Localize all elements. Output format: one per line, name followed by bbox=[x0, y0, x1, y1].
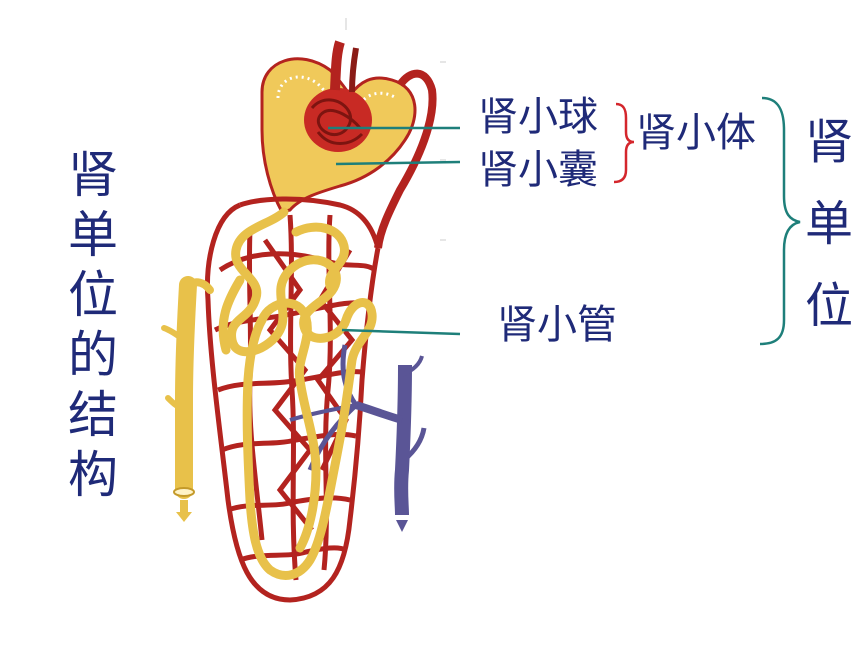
left-title-char: 肾 bbox=[68, 146, 118, 204]
left-title-char: 的 bbox=[68, 326, 118, 384]
collecting-duct bbox=[161, 276, 214, 499]
pointer-tubule bbox=[341, 328, 461, 336]
vein-arrow bbox=[396, 520, 408, 532]
right-title-char: 单 bbox=[805, 196, 854, 252]
nephron-bracket bbox=[759, 96, 801, 346]
left-title-char: 单 bbox=[68, 206, 118, 264]
left-title-char: 位 bbox=[68, 266, 118, 324]
label-capsule: 肾小囊 bbox=[478, 147, 598, 193]
ruler-ticks bbox=[345, 18, 446, 241]
collecting-duct-opening bbox=[173, 487, 195, 497]
pointer-lines bbox=[328, 126, 461, 336]
duct-arrow bbox=[176, 500, 192, 522]
pointer-capsule bbox=[335, 160, 461, 166]
right-vertical-title: 肾 单 位 bbox=[805, 118, 853, 330]
left-vertical-title: 肾 单 位 的 结 构 bbox=[68, 150, 118, 500]
label-glomerulus: 肾小球 bbox=[478, 94, 598, 140]
right-title-char: 肾 bbox=[805, 114, 854, 170]
left-title-char: 构 bbox=[68, 446, 118, 504]
efferent-arteriole bbox=[374, 69, 437, 249]
label-corpuscle: 肾小体 bbox=[636, 110, 756, 156]
corpuscle-bracket bbox=[613, 102, 635, 184]
label-tubule: 肾小管 bbox=[497, 302, 617, 348]
renal-tubule bbox=[218, 207, 377, 580]
glomerulus-tuft bbox=[304, 40, 372, 152]
left-title-char: 结 bbox=[68, 386, 118, 444]
right-title-char: 位 bbox=[805, 278, 854, 334]
